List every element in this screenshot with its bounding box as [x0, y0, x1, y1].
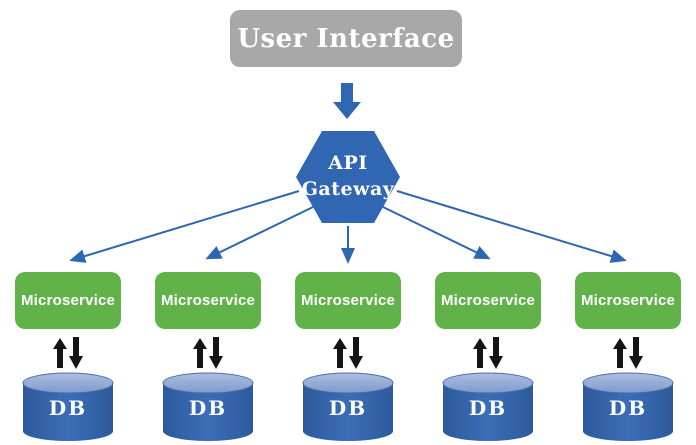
- db-label: DB: [328, 396, 368, 420]
- api-gateway-hexagon: [296, 131, 400, 223]
- down-block-arrow-icon: [333, 83, 361, 119]
- microservice-node: Microservice: [435, 272, 541, 329]
- database-cylinder: [442, 372, 534, 441]
- service-column: Microservice DB: [150, 272, 266, 443]
- database-cylinder: [302, 372, 394, 441]
- api-gateway-label: API Gateway: [301, 152, 395, 200]
- flow-arrow-icon: [396, 190, 627, 263]
- db-label: DB: [48, 396, 88, 420]
- service-column: Microservice DB: [10, 272, 126, 443]
- user-interface-label: User Interface: [237, 23, 455, 54]
- service-column: Microservice DB: [430, 272, 546, 443]
- flow-arrow-icon: [205, 206, 314, 260]
- microservice-node: Microservice: [575, 272, 681, 329]
- db-label: DB: [188, 396, 228, 420]
- up-down-arrows-icon: [473, 337, 503, 369]
- up-down-arrows-icon: [613, 337, 643, 369]
- database-cylinder: [22, 372, 114, 441]
- up-down-arrows-icon: [53, 337, 83, 369]
- microservice-node: Microservice: [295, 272, 401, 329]
- service-column: Microservice DB: [570, 272, 686, 443]
- flow-arrow-icon: [382, 206, 491, 260]
- flow-arrow-icon: [69, 190, 300, 263]
- database-cylinder: [582, 372, 674, 441]
- database-cylinder: [162, 372, 254, 441]
- up-down-arrows-icon: [193, 337, 223, 369]
- db-label: DB: [608, 396, 648, 420]
- db-label: DB: [468, 396, 508, 420]
- service-column: Microservice DB: [290, 272, 406, 443]
- microservice-node: Microservice: [15, 272, 121, 329]
- up-down-arrows-icon: [333, 337, 363, 369]
- user-interface-node: User Interface: [230, 10, 462, 67]
- microservice-node: Microservice: [155, 272, 261, 329]
